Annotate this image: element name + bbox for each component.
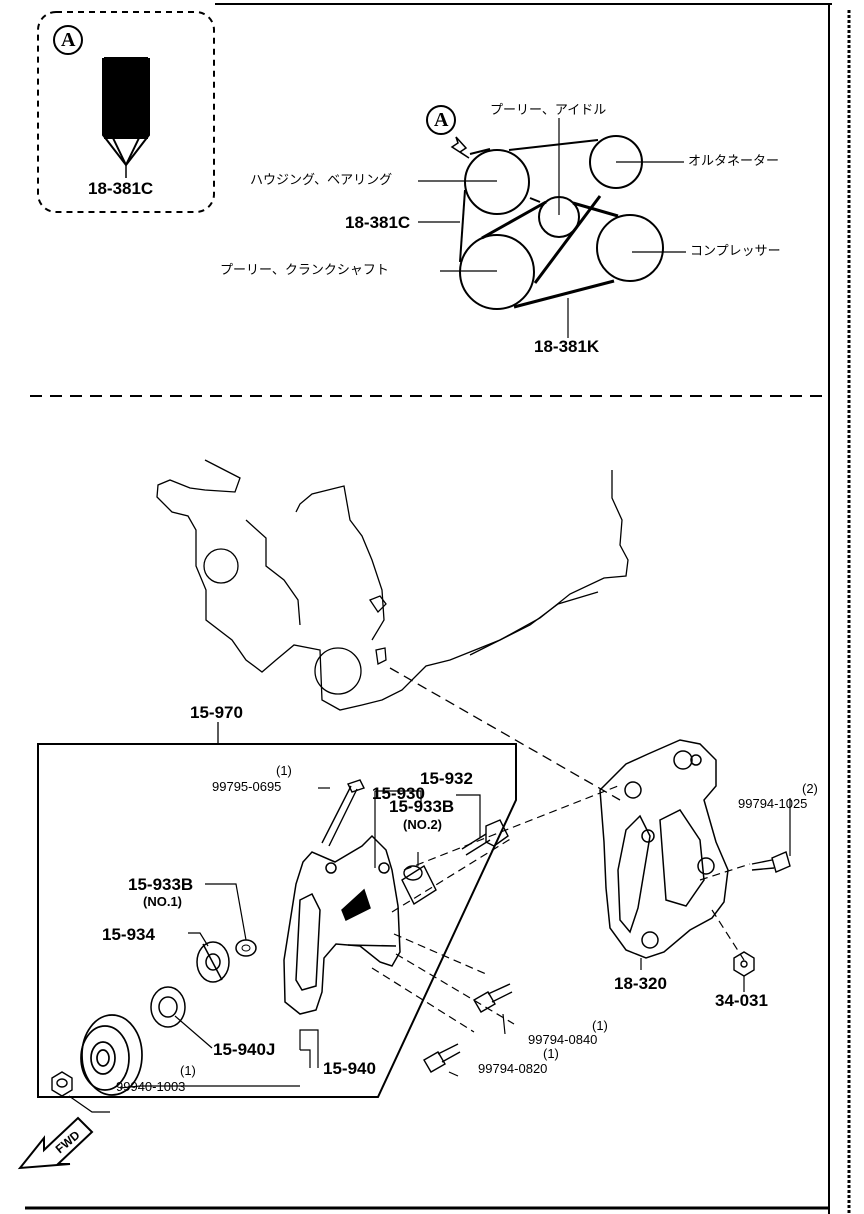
- belt-cross-section: [102, 57, 150, 178]
- alternator-label: オルタネーター: [688, 154, 780, 169]
- fwd-arrow: [17, 1116, 94, 1170]
- bolt-0840-number: 99794-0840: [528, 1032, 598, 1047]
- pivot-bolt: [461, 819, 509, 856]
- part-34031-label: 34-031: [715, 991, 768, 1010]
- main-bracket: [599, 739, 729, 959]
- housing-bearing-pulley: [464, 149, 530, 215]
- spacer-no2: [401, 864, 437, 906]
- detail-part-label: 18-381C: [88, 179, 154, 198]
- part-18320-label: 18-320: [614, 974, 667, 993]
- belt-callout-circle: [426, 105, 456, 135]
- nut-34031: [733, 951, 755, 977]
- belt-k: [481, 195, 619, 309]
- engine-block-outline: [156, 459, 629, 711]
- housing-bearing-label: ハウジング、ベアリング: [250, 173, 393, 188]
- part-15932-label: 15-932: [420, 769, 473, 788]
- compressor-pulley: [596, 214, 664, 282]
- long-bolt: [321, 779, 365, 847]
- idler-pulley-label: プーリー、アイドル: [490, 103, 607, 118]
- bolt-1025-number: 99794-1025: [738, 796, 808, 811]
- belt-callout-label: A: [434, 109, 449, 131]
- part-15934-label: 15-934: [102, 925, 155, 944]
- part-leader-lines: [68, 787, 791, 1113]
- bolt-1025-qty: (2): [802, 781, 818, 796]
- belt-c: [459, 139, 599, 263]
- detail-callout-label: A: [61, 29, 76, 51]
- assembly-box: [37, 743, 517, 1098]
- crankshaft-pulley: [459, 234, 535, 310]
- part-15933b-no2-label: 15-933B: [389, 797, 455, 816]
- view-arrow: [450, 136, 470, 159]
- bolt-0695-number: 99795-0695: [212, 779, 282, 794]
- no2-label: (NO.2): [403, 817, 442, 832]
- idler-pulley-part: [80, 1014, 143, 1096]
- nut-1003-qty: (1): [180, 1063, 196, 1078]
- belt-k-label: 18-381K: [534, 337, 600, 356]
- tensioner-bracket: [283, 834, 401, 1015]
- part-15930-label: 15-930: [372, 784, 425, 803]
- no1-label: (NO.1): [143, 894, 182, 909]
- bolt-0840: [473, 983, 513, 1013]
- flange-nut: [51, 1071, 73, 1097]
- spacer-no1: [235, 939, 257, 957]
- belt-c-label: 18-381C: [345, 213, 411, 232]
- nut-1003-number: 99940-1003: [116, 1079, 186, 1094]
- part-15940-label: 15-940: [323, 1059, 376, 1078]
- bolt-0820-number: 99794-0820: [478, 1061, 548, 1076]
- bolt-1025: [751, 851, 791, 873]
- bolt-0695-qty: (1): [276, 763, 292, 778]
- belt-leader-lines: [418, 118, 686, 338]
- pulleys: [459, 135, 664, 310]
- detail-box: [37, 11, 215, 213]
- detail-callout-circle: [53, 25, 83, 55]
- part-15933b-no1-label: 15-933B: [128, 875, 194, 894]
- exploded-lines: [371, 785, 751, 1033]
- crankshaft-pulley-label: プーリー、クランクシャフト: [220, 263, 389, 278]
- pulley-bearing: [150, 986, 186, 1028]
- bearing: [196, 941, 230, 983]
- engine-to-bracket-line: [389, 667, 621, 801]
- part-15940j-label: 15-940J: [213, 1040, 276, 1059]
- compressor-label: コンプレッサー: [690, 244, 781, 259]
- bolt-0820-qty: (1): [543, 1046, 559, 1061]
- bolt-0820: [423, 1043, 461, 1073]
- bolt-0840-qty: (1): [592, 1018, 608, 1033]
- assembly-label: 15-970: [190, 703, 243, 722]
